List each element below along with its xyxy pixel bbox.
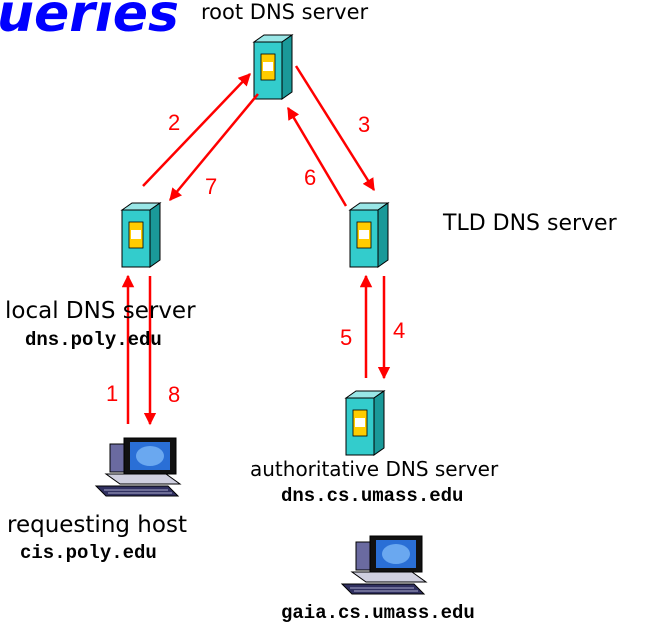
arrow-step-3 <box>294 65 376 192</box>
requesting-host-computer-icon <box>95 437 181 497</box>
authoritative-dns-server-label: authoritative DNS server <box>250 457 499 481</box>
local-dns-server-hostname: dns.poly.edu <box>25 329 162 351</box>
target-host-computer-icon <box>341 535 427 595</box>
arrow-step-7 <box>169 93 259 201</box>
step-number-8: 8 <box>168 382 181 407</box>
authoritative-dns-server-icon <box>345 390 385 456</box>
step-number-7: 7 <box>205 174 218 199</box>
root-dns-server-label: root DNS server <box>201 0 369 24</box>
arrow-step-6 <box>286 106 348 207</box>
slide-title-fragment: ueries <box>0 0 179 44</box>
target-host-hostname: gaia.cs.umass.edu <box>281 602 475 624</box>
step-number-2: 2 <box>168 110 181 135</box>
step-number-1: 1 <box>106 381 119 406</box>
local-dns-server-icon <box>121 202 161 268</box>
authoritative-dns-server-hostname: dns.cs.umass.edu <box>281 485 464 507</box>
requesting-host-hostname: cis.poly.edu <box>20 542 157 564</box>
tld-dns-server-icon <box>349 202 389 268</box>
requesting-host-label: requesting host <box>7 512 187 538</box>
step-number-5: 5 <box>340 325 353 350</box>
step-number-4: 4 <box>393 318 406 343</box>
step-number-3: 3 <box>358 112 371 137</box>
arrow-step-2 <box>142 73 251 187</box>
step-number-6: 6 <box>304 165 317 190</box>
root-dns-server-icon <box>253 34 293 100</box>
local-dns-server-label: local DNS server <box>5 298 196 324</box>
tld-dns-server-label: TLD DNS server <box>443 211 617 236</box>
